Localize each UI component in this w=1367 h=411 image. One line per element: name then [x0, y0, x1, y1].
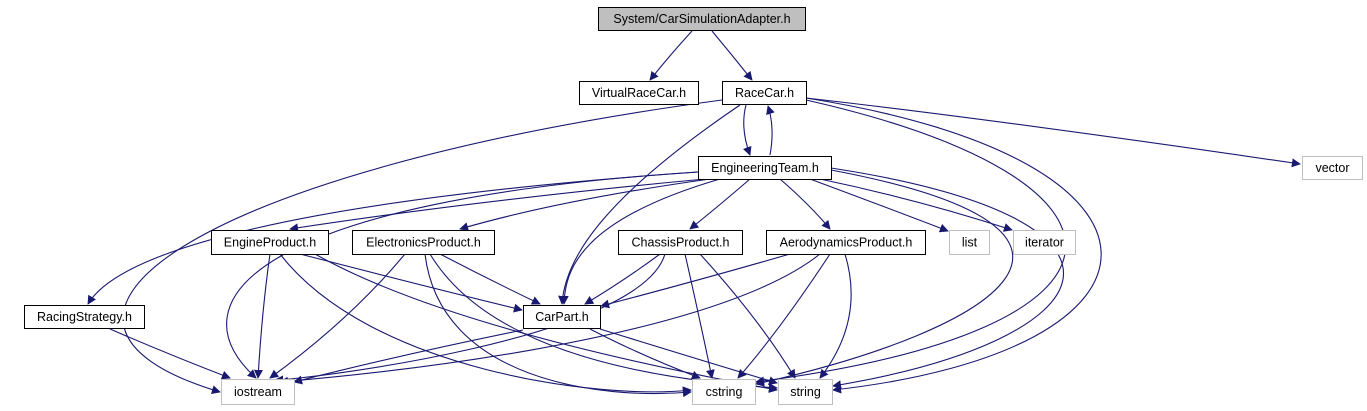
- node-aerodynamicsproduct[interactable]: AerodynamicsProduct.h: [766, 230, 926, 255]
- edge-engineeringteam-to-engineproduct: [289, 178, 706, 233]
- node-box: [722, 81, 807, 105]
- node-engineproduct[interactable]: EngineProduct.h: [211, 230, 329, 255]
- node-box: [211, 230, 329, 255]
- edge-chassisproduct-to-cstring: [684, 253, 715, 379]
- node-string: string: [778, 379, 833, 405]
- edge-system_carsimulationadapter-to-virtualracecar: [649, 30, 693, 81]
- edge-carpart-to-string: [599, 328, 778, 385]
- node-box: [778, 379, 833, 405]
- edge-engineeringteam-to-carpart: [559, 178, 721, 305]
- edge-engineproduct-to-iostream: [253, 253, 271, 379]
- edge-engineeringteam-to-aerodynamicsproduct: [779, 178, 831, 230]
- edge-racecar-to-iostream: [122, 99, 723, 394]
- node-iostream: iostream: [221, 379, 295, 405]
- node-label: ChassisProduct.h: [632, 236, 730, 250]
- node-label: RaceCar.h: [735, 86, 794, 100]
- edge-engineeringteam-to-cstring: [755, 169, 1014, 387]
- edge-racingstrategy-to-iostream: [109, 328, 231, 380]
- node-label: cstring: [706, 385, 743, 399]
- node-label: EngineProduct.h: [224, 236, 316, 250]
- node-label: string: [790, 385, 821, 399]
- edge-engineeringteam-to-list: [809, 178, 949, 233]
- node-label: AerodynamicsProduct.h: [780, 236, 913, 250]
- node-box: [698, 156, 832, 180]
- edge-chassisproduct-to-carpart: [584, 253, 661, 305]
- edge-engineeringteam-to-iostream: [226, 171, 699, 379]
- node-label: iterator: [1025, 236, 1064, 250]
- node-box: [523, 305, 601, 329]
- node-box: [692, 379, 756, 405]
- edge-electronicsproduct-to-carpart: [439, 253, 541, 305]
- node-racecar[interactable]: RaceCar.h: [722, 81, 807, 105]
- edge-engineeringteam-to-iterator: [819, 178, 1013, 232]
- node-carpart[interactable]: CarPart.h: [523, 305, 601, 329]
- node-list: list: [949, 230, 990, 255]
- edge-engineeringteam-to-chassisproduct: [689, 178, 751, 230]
- edge-aerodynamicsproduct-to-iostream: [279, 253, 821, 386]
- edge-engineeringteam-to-racecar: [766, 105, 775, 156]
- node-label: System/CarSimulationAdapter.h: [613, 12, 790, 26]
- node-label: CarPart.h: [535, 310, 589, 324]
- node-label: RacingStrategy.h: [37, 310, 132, 324]
- node-label: iostream: [234, 385, 282, 399]
- edge-engineproduct-to-carpart: [299, 253, 523, 313]
- node-box: [352, 230, 495, 255]
- node-label: EngineeringTeam.h: [711, 161, 819, 175]
- node-racingstrategy[interactable]: RacingStrategy.h: [24, 305, 145, 329]
- edge-carpart-to-cstring: [589, 328, 701, 380]
- node-cstring: cstring: [692, 379, 756, 405]
- node-box: [579, 81, 699, 105]
- node-box: [598, 7, 806, 31]
- edge-racecar-to-carpart: [558, 104, 741, 305]
- node-box: [949, 230, 990, 255]
- node-box: [1013, 230, 1076, 255]
- node-chassisproduct[interactable]: ChassisProduct.h: [618, 230, 743, 255]
- edge-electronicsproduct-to-iostream: [269, 253, 406, 379]
- edge-racecar-to-vector: [805, 97, 1301, 168]
- node-label: ElectronicsProduct.h: [366, 236, 481, 250]
- edge-electronicsproduct-to-cstring: [424, 253, 692, 398]
- edge-engineeringteam-to-string: [830, 167, 1064, 390]
- edge-system_carsimulationadapter-to-racecar: [711, 30, 753, 81]
- nodes-layer: System/CarSimulationAdapter.hVirtualRace…: [24, 7, 1363, 405]
- edge-chassisproduct-to-string: [699, 253, 796, 379]
- edges-layer: [87, 30, 1301, 398]
- edge-racecar-to-engineeringteam: [742, 104, 752, 156]
- node-box: [618, 230, 743, 255]
- node-box: [24, 305, 145, 329]
- node-vector: vector: [1302, 156, 1363, 180]
- edge-engineproduct-to-string: [314, 253, 778, 393]
- node-label: vector: [1315, 161, 1349, 175]
- node-box: [766, 230, 926, 255]
- edge-aerodynamicsproduct-to-cstring: [737, 253, 831, 379]
- edge-aerodynamicsproduct-to-carpart: [600, 253, 791, 309]
- edge-racecar-to-string: [805, 97, 1102, 394]
- node-virtualracecar[interactable]: VirtualRaceCar.h: [579, 81, 699, 105]
- edge-engineeringteam-to-electronicsproduct: [459, 178, 711, 232]
- node-label: VirtualRaceCar.h: [592, 86, 686, 100]
- edge-engineproduct-to-cstring: [279, 253, 692, 396]
- node-system_carsimulationadapter[interactable]: System/CarSimulationAdapter.h: [598, 7, 806, 31]
- node-label: list: [962, 236, 978, 250]
- node-electronicsproduct[interactable]: ElectronicsProduct.h: [352, 230, 495, 255]
- node-engineeringteam[interactable]: EngineeringTeam.h: [698, 156, 832, 180]
- edge-carpart-to-iostream: [293, 329, 524, 385]
- node-iterator: iterator: [1013, 230, 1076, 255]
- node-box: [221, 379, 295, 405]
- edge-engineeringteam-to-racingstrategy: [87, 171, 699, 305]
- node-box: [1302, 156, 1363, 180]
- edge-aerodynamicsproduct-to-string: [819, 253, 852, 379]
